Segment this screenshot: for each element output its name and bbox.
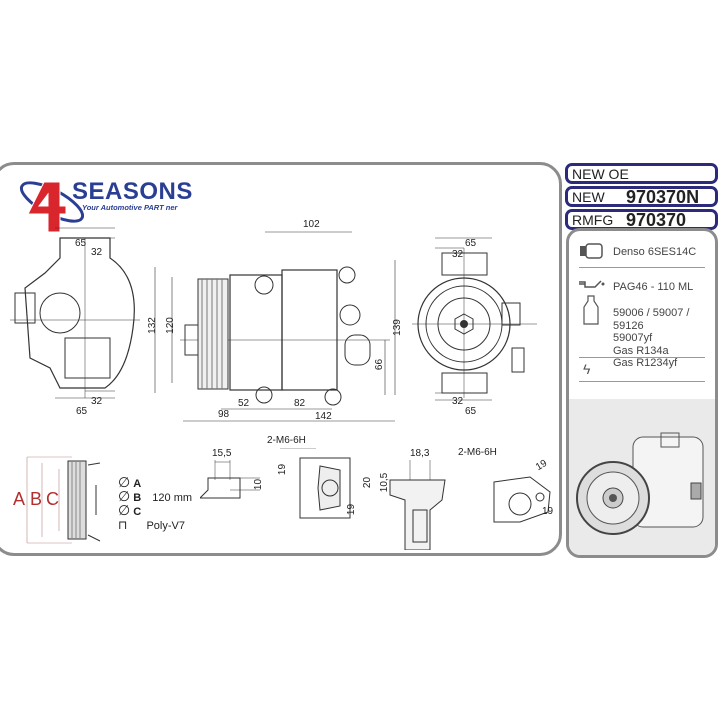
code-value: 970370 [626,210,687,230]
dim-side-bottom-c: 98 [218,409,230,420]
brand-logo: SEASONS Your Automotive PART ner [14,176,192,236]
lightning-icon: ϟ [583,361,591,377]
oil-ref: 59006 / 59007 / 59126 [613,307,690,332]
pulley-diameter-b: ∅ B 120 mm [118,488,192,505]
side-view-drawing [154,231,396,422]
pulley-label-c: C [46,489,59,509]
dim-port3-h1: 20 [362,476,374,489]
dim-side-bottom-b: 82 [294,398,306,409]
technical-drawing-panel [0,162,562,556]
dim-side-right-low: 66 [374,358,386,371]
dim-front-bottom-half: 32 [91,396,103,407]
diameter-key: C [133,506,142,518]
dim-port2-d1: 19 [277,463,289,476]
code-box-new: NEW 970370N [565,186,718,207]
brand-name: SEASONS [72,178,193,205]
compressor-icon [580,243,603,259]
oil-can-icon [579,280,605,288]
divider [579,357,705,358]
belt-type: ⊓ Poly-V7 [118,518,185,532]
dim-front-bottom-width: 65 [76,406,88,417]
dim-side-height-inner: 120 [164,317,176,334]
dim-port1-height: 10 [253,478,265,491]
port-detail-4-drawing [493,476,551,523]
port-detail-2-drawing [280,448,351,519]
divider [579,267,705,268]
diameter-icon: ∅ [118,474,131,490]
dim-side-right-height: 139 [391,319,403,336]
oil-references: 59006 / 59007 / 59126 59007yf Gas R134a … [613,307,715,370]
dim-port4-thread: 2-M6-6H [458,447,497,458]
belt-value: Poly-V7 [146,520,185,532]
dim-port3-h2: 10,5 [379,472,391,493]
gas-type: Gas R1234yf [613,357,678,369]
dim-port4-d2: 19 [542,506,554,517]
diameter-value: 120 mm [152,492,193,504]
dim-front-top-width: 65 [75,238,87,249]
code-value: 970370N [626,187,700,207]
dim-side-top: 102 [303,219,320,230]
front-view-drawing [10,227,140,399]
divider [579,381,705,382]
dim-rear-bottom-half: 32 [452,396,464,407]
dim-port1-width: 15,5 [212,448,232,459]
rear-view-drawing [412,237,537,401]
oil-ref: 59007yf [613,332,653,344]
oil-bottle-icon [583,295,599,325]
code-box-rmfg: RMFG 970370 [565,209,718,230]
pulley-label-b: B [30,489,43,509]
dim-side-bottom-a: 52 [238,398,250,409]
pulley-drawing [26,456,101,544]
gas-type: Gas R134a [613,344,669,357]
pulley-label-a: A [13,489,26,509]
code-label: NEW [572,188,605,205]
dim-rear-top-half: 32 [452,249,464,260]
dim-rear-bottom-width: 65 [465,406,477,417]
port-detail-3-drawing [389,460,446,550]
pulley-diameter-c: ∅ C [118,502,141,519]
compressor-model: Denso 6SES14C [613,246,697,258]
dim-port2-thread: 2-M6-6H [267,435,306,446]
compressor-photo [576,432,704,535]
code-box-new-oe: NEW OE [565,163,718,184]
logo-4-icon [19,181,84,233]
dim-side-height-outer: 132 [146,317,158,334]
port-detail-1-drawing [200,460,260,499]
specs-panel: Denso 6SES14C PAG46 - 110 ML 59006 / 590… [566,228,718,558]
belt-icon: ⊓ [118,518,128,532]
code-label: NEW OE [572,165,629,182]
diameter-icon: ∅ [118,502,131,518]
dim-port2-d2: 19 [346,503,358,516]
dim-port3-width: 18,3 [410,448,430,459]
dim-side-bottom-d: 142 [315,411,332,422]
oil-spec: PAG46 - 110 ML [613,281,694,293]
dim-front-top-half: 32 [91,247,103,258]
diameter-key: B [133,492,142,504]
code-label: RMFG [572,211,614,228]
dim-rear-top-width: 65 [465,238,477,249]
pulley-diameter-a: ∅ A [118,474,141,491]
brand-tagline: Your Automotive PART ner [82,203,178,212]
diameter-key: A [133,478,142,490]
diameter-icon: ∅ [118,488,131,504]
product-photo [569,399,715,555]
